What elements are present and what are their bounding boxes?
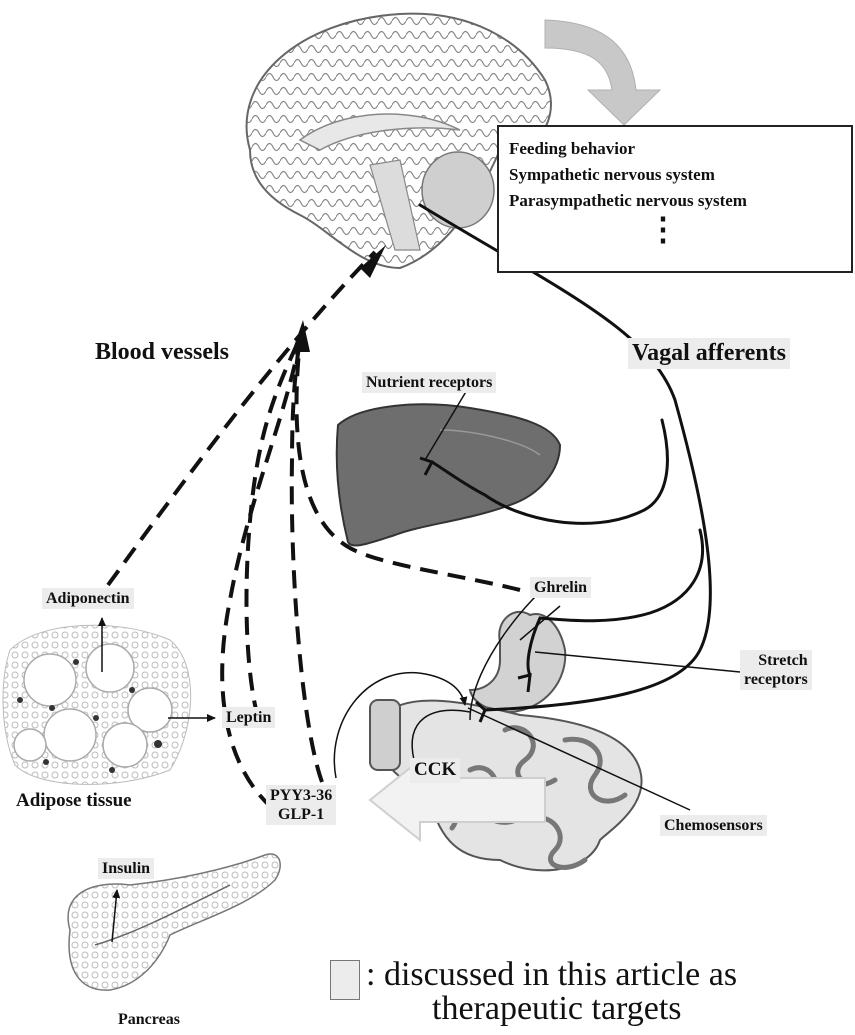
pancreas-label: Pancreas <box>118 1010 180 1029</box>
output-parasympathetic: Parasympathetic nervous system <box>509 191 747 211</box>
stomach-icon <box>470 612 565 712</box>
gut-hormone-blood-path <box>292 340 322 782</box>
stretch-receptors-label-line2: receptors <box>744 670 808 689</box>
chemosensors-label: Chemosensors <box>660 815 767 836</box>
ghrelin-label: Ghrelin <box>530 577 591 598</box>
adiponectin-label: Adiponectin <box>42 588 134 609</box>
adiponectin-blood-path <box>108 252 375 585</box>
blood-vessels-label: Blood vessels <box>95 338 229 367</box>
brain-output-box: Feeding behavior Sympathetic nervous sys… <box>497 125 853 273</box>
pyy-glp1-label: PYY3-36 GLP-1 <box>266 785 336 825</box>
adipose-cells-icon <box>3 625 191 784</box>
cck-label: CCK <box>410 758 460 783</box>
legend-line-2: therapeutic targets <box>432 990 682 1028</box>
output-continuation: ⋮ <box>647 215 679 244</box>
leptin-label: Leptin <box>222 707 275 728</box>
insulin-blood-path <box>222 340 300 808</box>
glp1-label: GLP-1 <box>270 805 332 824</box>
legend-swatch <box>330 960 360 1000</box>
legend-line-1: : discussed in this article as <box>366 956 737 994</box>
stretch-receptors-label: Stretch receptors <box>740 650 812 690</box>
blood-arrowhead-icon <box>292 320 310 352</box>
nutrient-receptors-label: Nutrient receptors <box>362 372 496 393</box>
adipose-tissue-label: Adipose tissue <box>16 790 132 813</box>
insulin-label: Insulin <box>98 858 154 879</box>
vagal-afferents-label: Vagal afferents <box>628 338 790 369</box>
feedback-arrow-icon <box>545 20 660 125</box>
stretch-receptors-label-line1: Stretch <box>744 651 808 670</box>
output-feeding-behavior: Feeding behavior <box>509 139 635 159</box>
output-sympathetic: Sympathetic nervous system <box>509 165 715 185</box>
pyy-label: PYY3-36 <box>270 786 332 805</box>
liver-icon <box>337 404 560 545</box>
